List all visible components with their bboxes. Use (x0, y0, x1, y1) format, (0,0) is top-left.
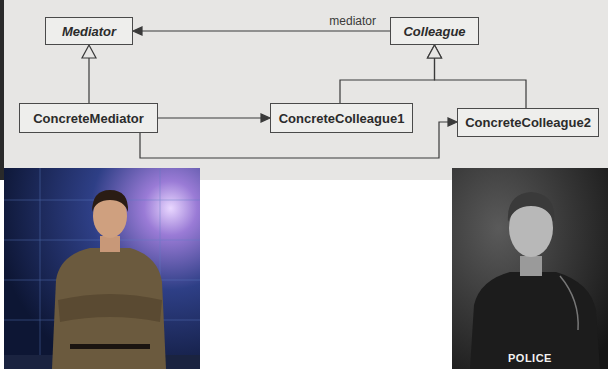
connector (158, 114, 270, 122)
connector (428, 45, 527, 108)
police-photo (452, 168, 608, 369)
connector-line (340, 58, 435, 103)
connector-line (88, 58, 89, 103)
inheritance-triangle (82, 45, 96, 58)
class-name: ConcreteColleague1 (279, 111, 405, 126)
inheritance-triangle (428, 45, 442, 58)
class-box: ConcreteColleague1 (270, 103, 413, 133)
class-box: ConcreteMediator (19, 103, 158, 133)
connector (82, 45, 96, 103)
space-photo (4, 168, 200, 369)
role-label: mediator (327, 14, 378, 28)
arrowhead (261, 114, 270, 122)
connector-line (158, 117, 261, 118)
class-name: ConcreteMediator (33, 111, 144, 126)
arrowhead (448, 118, 457, 126)
class-name: Mediator (62, 24, 116, 39)
class-name: ConcreteColleague2 (465, 115, 591, 130)
abstract-class-box: Mediator (45, 17, 133, 45)
arrowhead (133, 27, 142, 35)
connector-line (435, 58, 527, 108)
connector-line (142, 30, 390, 31)
shirt-lettering: POLICE (508, 352, 552, 364)
paper-edge (0, 0, 4, 180)
inheritance-triangle (428, 45, 442, 58)
class-box: ConcreteColleague2 (457, 108, 599, 137)
class-name: Colleague (403, 24, 465, 39)
connector (340, 45, 442, 103)
abstract-class-box: Colleague (390, 17, 479, 45)
connector (133, 27, 390, 35)
